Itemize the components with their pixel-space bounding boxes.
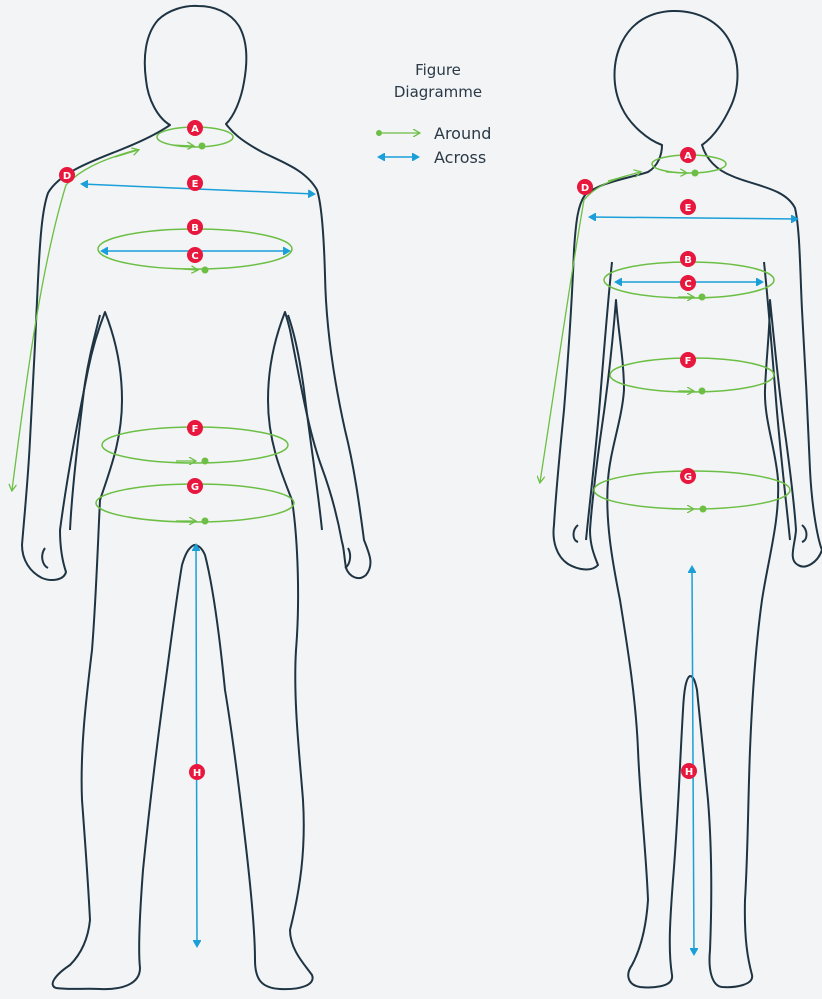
male-marker-d: D [59,167,75,183]
female-marker-e: E [680,199,696,215]
svg-text:E: E [685,203,692,214]
male-marker-h: H [189,764,205,780]
female-marker-c: C [680,275,696,291]
svg-text:F: F [192,424,199,435]
svg-text:D: D [581,183,589,194]
male-markers: A E B C D F G H [59,120,205,780]
female-shoulder-across [590,217,797,219]
svg-text:C: C [191,251,198,262]
female-marker-a: A [680,147,696,163]
legend-title-line1: Figure [415,61,461,79]
around-legend-icon [376,130,382,136]
female-measurements [540,155,797,954]
female-right-thumb [802,525,807,542]
svg-text:G: G [684,472,692,483]
male-marker-b: B [187,219,203,235]
svg-text:E: E [192,179,199,190]
svg-text:C: C [684,279,691,290]
svg-text:H: H [193,768,201,779]
svg-text:H: H [685,767,693,778]
male-left-thumb [42,548,48,568]
female-inseam [692,567,694,954]
male-marker-a: A [187,120,203,136]
svg-text:G: G [191,482,199,493]
svg-text:D: D [63,171,71,182]
male-left-arm-inner [70,315,100,530]
female-marker-b: B [680,251,696,267]
male-marker-g: G [187,478,203,494]
svg-text:B: B [684,255,692,266]
legend-around-label: Around [434,124,491,143]
male-inseam [196,545,197,946]
male-marker-c: C [187,247,203,263]
male-measurements [12,127,314,946]
female-marker-d: D [577,179,593,195]
female-marker-h: H [681,763,697,779]
female-left-thumb [574,525,579,542]
female-marker-f: F [680,352,696,368]
legend-across-label: Across [434,148,486,167]
male-marker-f: F [187,420,203,436]
female-marker-g: G [680,468,696,484]
legend-title-line2: Diagramme [394,83,482,101]
svg-text:B: B [191,223,199,234]
male-marker-e: E [187,175,203,191]
svg-text:A: A [684,151,692,162]
svg-text:A: A [191,124,199,135]
svg-text:F: F [685,356,692,367]
legend: Figure Diagramme Around Across [376,61,491,167]
